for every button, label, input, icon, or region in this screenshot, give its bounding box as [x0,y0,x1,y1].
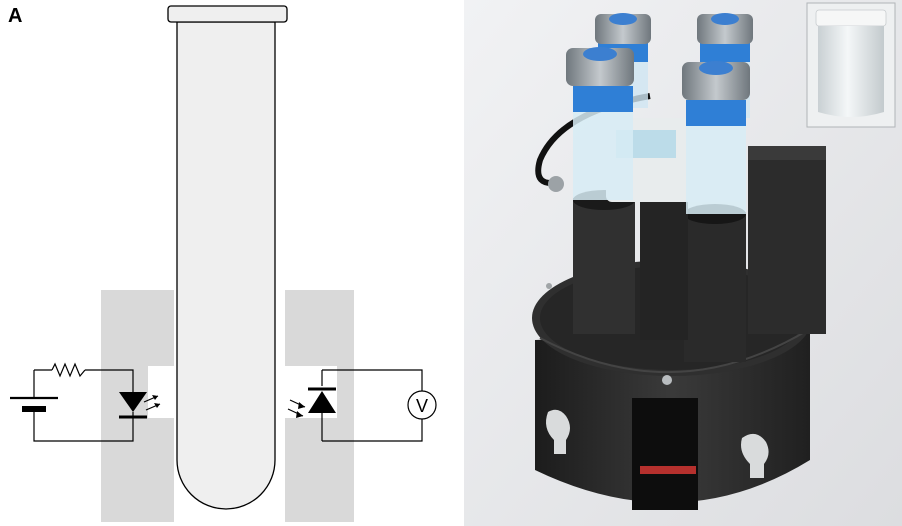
inset-jar-photo [806,2,896,128]
test-tube [167,5,288,510]
photodiode-circuit [321,369,423,442]
panel-a-schematic: V [10,5,437,522]
resistor-icon [51,362,86,378]
panel-label-a: A [8,5,23,27]
vial-front-left [566,47,634,200]
sample-holder-block [101,290,354,522]
panel-b-photo [464,0,902,526]
battery-icon [10,396,58,412]
led-icon [119,392,161,424]
photodiode-icon [287,387,336,420]
led-circuit [33,369,134,442]
voltmeter-label: V [416,396,428,416]
vial-front-right [682,61,750,214]
voltmeter-icon: V [407,390,437,420]
rear-housing [748,146,826,334]
